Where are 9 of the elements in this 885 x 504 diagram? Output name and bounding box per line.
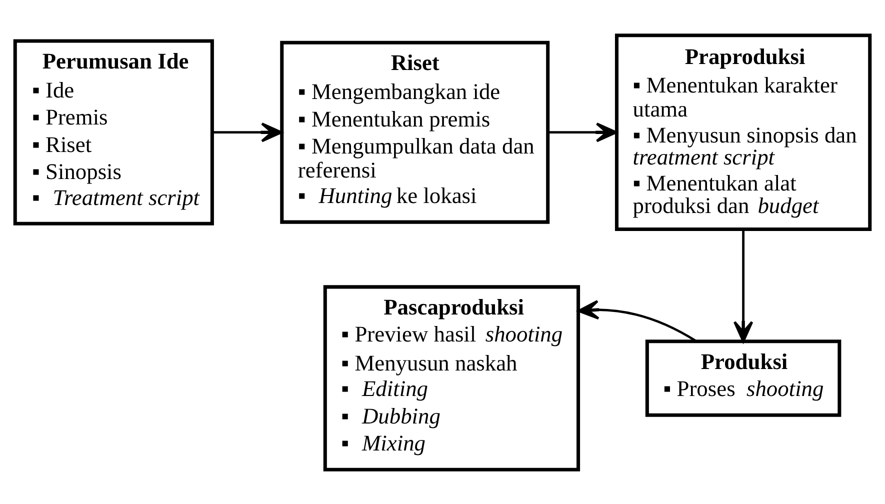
node-box: Pascaproduksi ▪ Preview hasil shooting ▪ Menyusun naskah ▪ Editing ▪ Dubbing ▪ Mixing [323,284,580,471]
arrow [548,122,618,142]
node-box: Perumusan Ide ▪ Ide ▪ Premis ▪ Riset ▪ Sinopsis ▪ Treatment script [13,38,214,225]
node-box: Riset ▪ Mengembangkan ide ▪ Menentukan premis ▪ Mengumpulkan data dan referensi ▪ Hunting ke lokasi [280,40,550,224]
arrow [212,122,282,142]
node-box: Produksi ▪ Proses shooting [645,339,842,416]
arrow [578,299,697,342]
arrow [733,229,754,342]
node-box: Praproduksi ▪ Menentukan karakter utama ▪ Menyusun sinopsis dan treatment script ▪ Menentukan alat produksi dan budget [614,33,872,231]
